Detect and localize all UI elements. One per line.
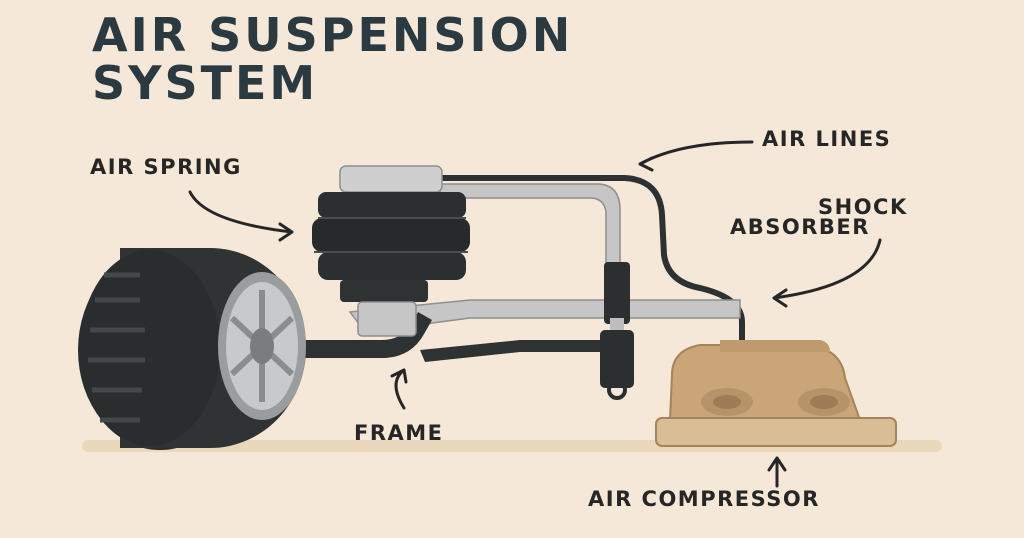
- arrow-icon: [638, 140, 754, 172]
- axle-arm: [272, 312, 432, 358]
- label-air-lines: AIR LINES: [762, 127, 892, 151]
- label-air-spring: AIR SPRING: [90, 155, 242, 179]
- arrow-icon: [188, 190, 294, 242]
- shock-absorber: [600, 262, 634, 400]
- lower-control-arm: [420, 340, 610, 362]
- label-air-compressor: AIR COMPRESSOR: [588, 487, 820, 511]
- label-frame: FRAME: [354, 421, 444, 445]
- label-shock-absorber-line-2: ABSORBER: [730, 215, 870, 239]
- title-line-2: SYSTEM: [92, 56, 319, 110]
- arrow-icon: [772, 238, 882, 308]
- arrow-icon: [767, 456, 787, 488]
- arrow-icon: [390, 368, 408, 410]
- air-compressor: [655, 340, 897, 447]
- title-line-1: AIR SUSPENSION: [92, 8, 574, 62]
- wheel: [78, 248, 306, 450]
- label-shock-absorber-line-1: SHOCK: [818, 195, 908, 219]
- air-line: [440, 175, 745, 345]
- air-spring: [312, 165, 470, 337]
